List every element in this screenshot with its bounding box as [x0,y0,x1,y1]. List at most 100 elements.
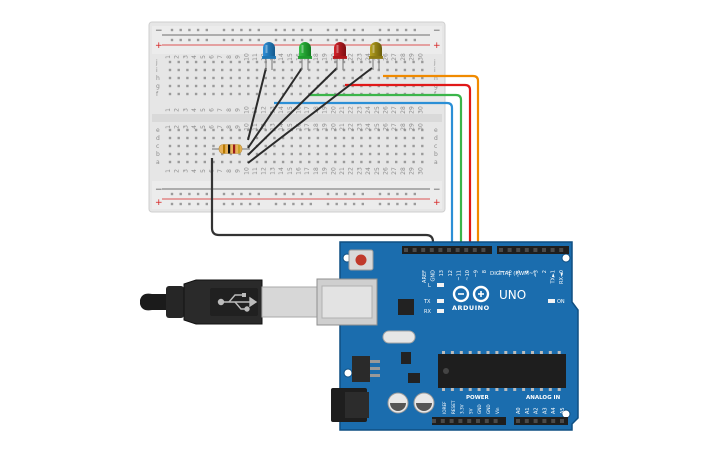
column-number: 16 [296,123,303,131]
breadboard-hole [403,76,407,80]
resistor[interactable] [212,144,250,154]
rail-hole [378,192,382,196]
breadboard-hole [194,60,198,64]
led-yellow[interactable] [369,42,383,70]
analog-pin-label: A0 [516,407,522,414]
breadboard-hole [168,152,172,156]
atmega-chip-pins [442,351,561,391]
row-letter: c [156,143,159,150]
power-pin-label: Vin [495,407,500,414]
breadboard-hole [342,160,346,164]
rail-hole [326,202,330,206]
breadboard-hole [168,76,172,80]
analog-label: ANALOG IN [526,395,561,401]
digital-pin-label: 4 [525,270,531,273]
column-number: 17 [304,167,311,175]
column-number: 26 [383,53,390,61]
breadboard-hole [281,92,285,96]
rail-hole [361,202,364,206]
digital-header-low [497,246,569,254]
breadboard-hole [290,136,293,140]
breadboard-hole [177,128,180,132]
column-number: 15 [287,106,294,114]
analog-pin-label: A4 [551,407,557,414]
led-rim [298,56,312,59]
breadboard-hole [168,144,172,148]
breadboard-hole [325,60,328,64]
header-hole [551,419,556,423]
rail-hole [179,28,182,32]
breadboard-hole [186,160,189,164]
rail-hole [248,28,252,32]
rail-hole [188,38,191,42]
chip-pin [486,388,490,391]
breadboard-hole [281,160,285,164]
wire-red [345,83,472,252]
rail-hole [396,28,399,32]
breadboard-hole [325,128,328,132]
column-number: 19 [322,123,329,131]
rail-plus-sign-bottom: + [155,198,163,208]
breadboard-hole [290,60,293,64]
analog-pin-label: A1 [525,407,531,414]
breadboard-hole [238,92,241,96]
label-tx: TX [423,299,431,305]
digital-pin-label: ~3 [533,270,539,277]
led-green[interactable] [298,42,312,70]
breadboard-hole [212,128,215,132]
rail-hole [170,38,174,42]
breadboard-hole [203,68,206,72]
rail-hole [292,192,295,196]
chip-pin [513,388,517,391]
breadboard-hole [368,152,372,156]
column-number: 29 [409,53,416,61]
column-number: 17 [304,123,311,131]
column-number: 3 [182,169,189,173]
led-on-indicator [548,299,555,303]
breadboard-hole [212,84,215,88]
wire-ground [210,158,435,252]
row-letter: a [156,159,160,166]
reset-button-cap[interactable] [355,254,367,266]
breadboard-hole [281,76,285,80]
column-number: 9 [235,125,242,129]
chip-pin [450,351,454,354]
breadboard-hole [177,152,180,156]
rail-hole [205,38,208,42]
header-hole [559,248,564,252]
breadboard-hole [229,152,233,156]
wire-blue [274,101,454,252]
chip-pin [504,351,508,354]
breadboard-hole [360,76,363,80]
column-number: 2 [174,55,181,59]
breadboard-hole [403,128,407,132]
led-highlight [301,45,304,53]
board-model: UNO [499,288,526,302]
rail-hole [170,202,174,206]
breadboard-hole [238,84,241,88]
header-hole [542,248,546,252]
chip-pin [531,351,534,354]
column-number: 12 [261,167,268,175]
breadboard-hole [334,76,337,80]
column-number: 6 [209,108,216,112]
breadboard-hole [299,128,302,132]
rail-hole [257,202,260,206]
analog-pin-label: A5 [560,407,566,414]
led-blue[interactable] [262,42,276,70]
breadboard-hole [186,60,189,64]
digital-pin-label: ~11 [456,270,462,281]
led-red[interactable] [333,42,347,70]
voltage-regulator [352,356,370,382]
led-body [299,42,311,58]
breadboard-hole [403,68,407,72]
rail-plus-sign: + [155,41,163,51]
rail-hole [170,192,174,196]
breadboard-hole [229,84,233,88]
column-number: 29 [409,123,416,131]
breadboard-hole [342,136,346,140]
digital-pin-label: 2 [542,270,548,273]
column-number: 18 [313,167,320,175]
breadboard-hole [325,68,328,72]
